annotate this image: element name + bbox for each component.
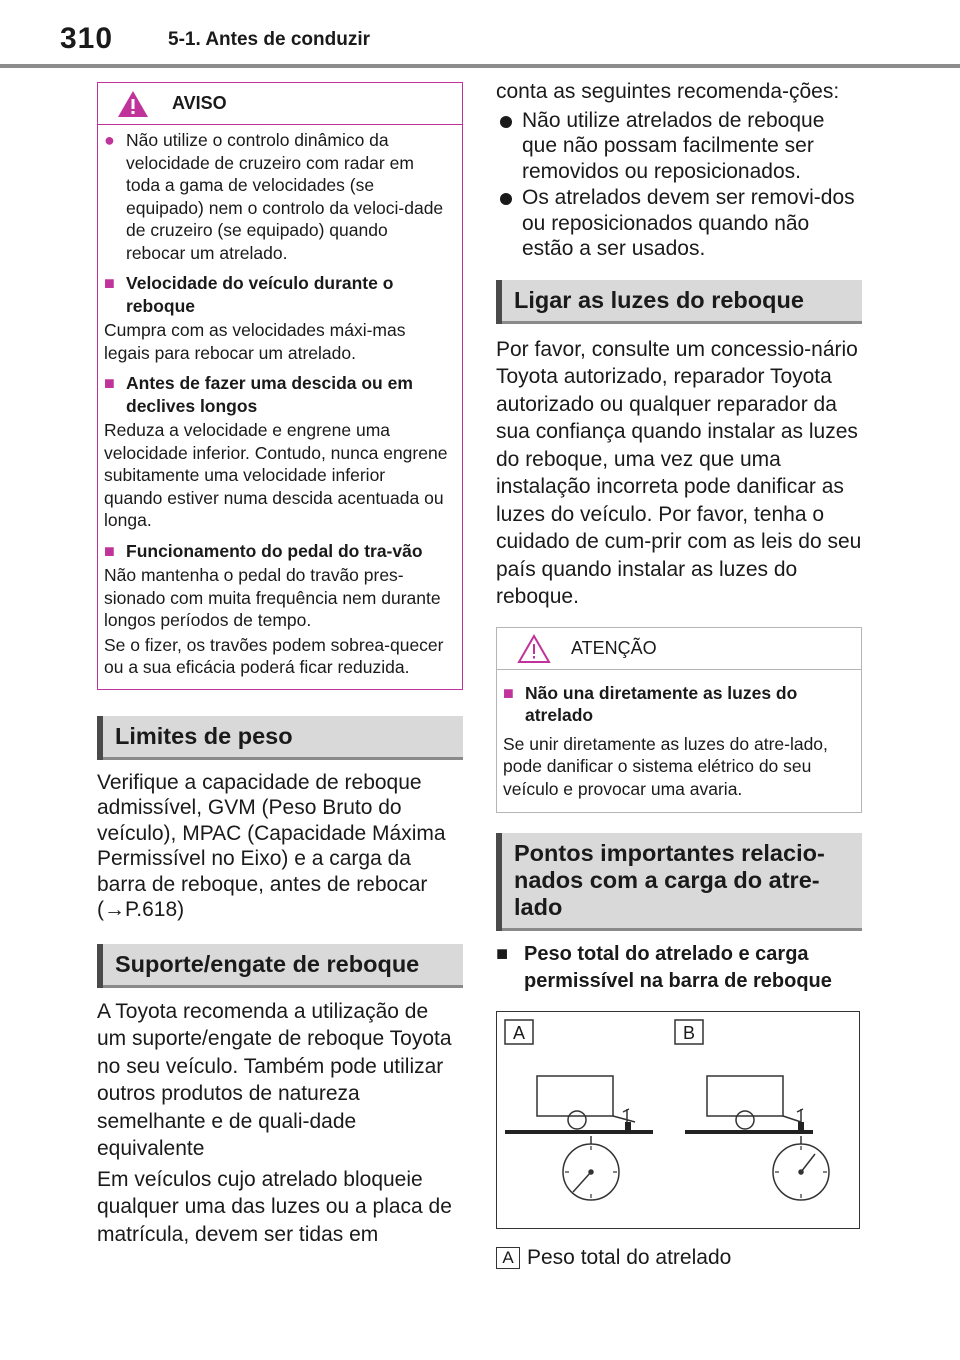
page-number: 310 xyxy=(60,22,114,55)
section-heading-text: Ligar as luzes do reboque xyxy=(514,286,804,313)
warning-title: AVISO xyxy=(172,93,227,113)
square-bullet-icon: ■ xyxy=(104,373,115,393)
warning-item-heading: ■ Velocidade do veículo durante o reboqu… xyxy=(104,272,448,317)
dot-bullet-icon xyxy=(496,185,522,262)
warning-triangle-icon xyxy=(118,91,148,117)
warning-item-text: Se o fizer, os travões podem sobrea-quec… xyxy=(104,634,444,678)
lights-text: Por favor, consulte um concessio-nário T… xyxy=(496,337,862,609)
caution-heading-text: Não una diretamente as luzes do atrelado xyxy=(525,682,798,726)
section-heading-text: Limites de peso xyxy=(115,722,293,749)
dot-bullet-icon xyxy=(496,108,522,185)
list-item: Os atrelados devem ser removi-dos ou rep… xyxy=(496,185,862,262)
section-heading-text: Pontos importantes relacio-nados com a c… xyxy=(514,840,825,920)
trailer-weight-illustration: A B xyxy=(504,1019,830,1201)
caption-label: A xyxy=(496,1247,520,1269)
square-bullet-icon: ■ xyxy=(496,943,509,965)
warning-bullet-text: Não utilize o controlo dinâmico da veloc… xyxy=(126,130,444,263)
list-item: Não utilize atrelados de reboque que não… xyxy=(496,108,862,185)
warning-box: AVISO ● Não utilize o controlo dinâmico … xyxy=(97,82,463,690)
caution-box: ATENÇÃO ■ Não una diretamente as luzes d… xyxy=(496,626,862,813)
section-heading-lights: Ligar as luzes do reboque xyxy=(496,279,862,324)
list-item-text: Os atrelados devem ser removi-dos ou rep… xyxy=(522,186,855,260)
hitch-paragraph: Em veículos cujo atrelado bloqueie qualq… xyxy=(97,1167,452,1246)
caution-body: ■ Não una diretamente as luzes do atrela… xyxy=(497,670,861,813)
warning-item-heading-text: Velocidade do veículo durante o reboque xyxy=(126,273,394,316)
right-column: conta as seguintes recomenda-ções: Não u… xyxy=(496,78,862,1271)
list-item-text: Não utilize atrelados de reboque que não… xyxy=(522,108,825,183)
square-bullet-icon: ■ xyxy=(104,273,115,293)
warning-item-text: Não mantenha o pedal do travão pres-sion… xyxy=(104,565,441,630)
warning-item-text: Reduza a velocidade e engrene uma veloci… xyxy=(104,420,448,530)
page-header: 310 5-1. Antes de conduzir xyxy=(0,0,960,68)
chapter-title: 5-1. Antes de conduzir xyxy=(168,29,370,50)
caution-title: ATENÇÃO xyxy=(571,637,657,658)
warning-body: ● Não utilize o controlo dinâmico da vel… xyxy=(98,125,462,689)
left-column: AVISO ● Não utilize o controlo dinâmico … xyxy=(97,82,463,1248)
section-heading-text: Suporte/engate de reboque xyxy=(115,950,420,977)
warning-item-heading-text: Antes de fazer uma descida ou em declive… xyxy=(126,373,413,416)
caution-triangle-icon xyxy=(517,633,551,663)
figure-caption: A Peso total do atrelado xyxy=(496,1245,862,1271)
caution-text: Se unir diretamente as luzes do atre-lad… xyxy=(503,733,828,799)
square-bullet-icon: ■ xyxy=(104,540,115,561)
section-heading-load: Pontos importantes relacio-nados com a c… xyxy=(496,833,862,931)
warning-item-heading-text: Funcionamento do pedal do tra-vão xyxy=(126,540,423,561)
caution-heading: ■ Não una diretamente as luzes do atrela… xyxy=(503,682,847,727)
limits-text: Verifique a capacidade de reboque admiss… xyxy=(97,770,446,922)
warning-item-heading: ■ Funcionamento do pedal do tra-vão xyxy=(104,540,448,563)
hitch-paragraph: A Toyota recomenda a utilização de um su… xyxy=(97,999,452,1161)
warning-item-heading: ■ Antes de fazer uma descida ou em decli… xyxy=(104,372,448,417)
section-heading-limits: Limites de peso xyxy=(97,715,463,760)
hitch-paragraph-continued: conta as seguintes recomenda-ções: xyxy=(496,80,840,103)
figure-label-a: A xyxy=(513,1023,525,1043)
warning-header: AVISO xyxy=(98,83,462,125)
figure-label-b: B xyxy=(683,1023,695,1043)
circle-bullet-icon: ● xyxy=(104,130,115,150)
square-bullet-icon: ■ xyxy=(503,682,514,703)
header-divider xyxy=(0,64,960,68)
load-subheading-text: Peso total do atrelado e carga permissív… xyxy=(524,943,832,992)
trailer-weight-figure: A B xyxy=(496,1011,860,1229)
section-heading-hitch: Suporte/engate de reboque xyxy=(97,943,463,988)
load-subheading: ■ Peso total do atrelado e carga permiss… xyxy=(496,941,862,995)
caption-text: Peso total do atrelado xyxy=(527,1246,732,1269)
hitch-bullet-list: Não utilize atrelados de reboque que não… xyxy=(496,108,862,262)
caution-header: ATENÇÃO xyxy=(497,628,861,670)
warning-bullet: ● Não utilize o controlo dinâmico da vel… xyxy=(104,129,448,264)
warning-item-text: Cumpra com as velocidades máxi-mas legai… xyxy=(104,320,406,363)
